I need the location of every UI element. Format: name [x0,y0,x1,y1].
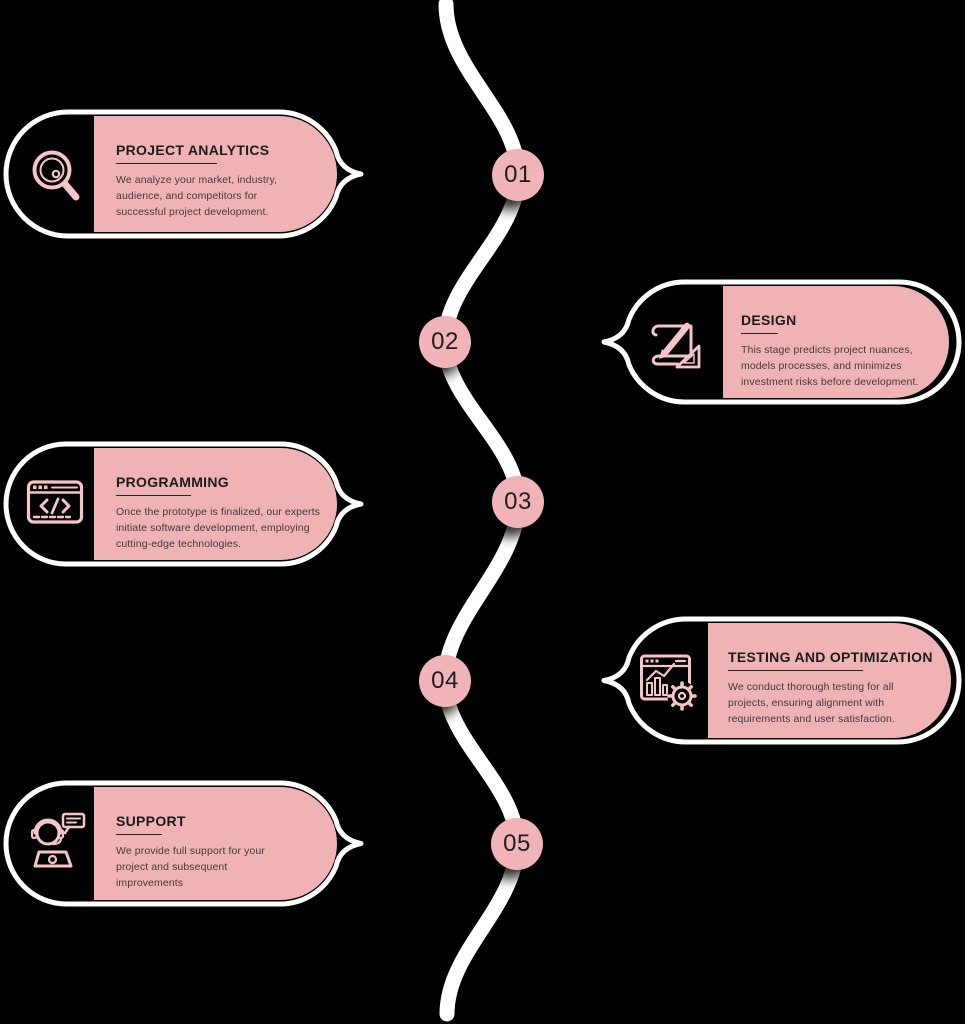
step-marker-01: 01 [492,149,544,201]
card-body: DESIGN This stage predicts project nuanc… [723,286,949,398]
card-description: We analyze your market, industry, audien… [116,174,278,219]
card-description: Once the prototype is finalized, our exp… [116,506,321,551]
step-marker-03: 03 [492,476,544,528]
step-card-support: SUPPORT We provide full support for your… [3,780,365,907]
step-number: 01 [504,161,532,188]
step-number: 05 [503,830,531,857]
step-number: 04 [431,667,459,694]
step-marker-05: 05 [491,818,543,870]
step-number: 03 [504,488,532,515]
step-card-project-analytics: PROJECT ANALYTICS We analyze your market… [3,109,365,239]
design-tablet-pencil-icon [651,322,701,369]
card-body: PROGRAMMING Once the prototype is finali… [94,448,337,560]
code-window-icon [26,480,84,524]
card-description: We conduct thorough testing for all proj… [728,681,895,726]
testing-gear-chart-icon [640,654,697,711]
card-body: TESTING AND OPTIMIZATION We conduct thor… [708,623,951,738]
card-title: PROJECT ANALYTICS [116,143,269,164]
card-title: DESIGN [741,313,796,334]
step-marker-04: 04 [419,655,471,707]
step-marker-02: 02 [419,316,471,368]
card-body: SUPPORT We provide full support for your… [94,787,337,900]
step-card-testing-optimization: TESTING AND OPTIMIZATION We conduct thor… [600,616,962,745]
card-title: TESTING AND OPTIMIZATION [728,650,933,671]
card-title: PROGRAMMING [116,475,229,496]
card-title: SUPPORT [116,814,186,835]
card-body: PROJECT ANALYTICS We analyze your market… [94,116,337,232]
card-description: This stage predicts project nuances, mod… [741,344,919,389]
card-description: We provide full support for your project… [116,845,265,890]
support-agent-icon [30,812,86,868]
step-card-design: DESIGN This stage predicts project nuanc… [600,279,962,405]
step-card-programming: PROGRAMMING Once the prototype is finali… [3,441,365,567]
magnifier-icon [32,150,80,201]
step-number: 02 [431,328,459,355]
